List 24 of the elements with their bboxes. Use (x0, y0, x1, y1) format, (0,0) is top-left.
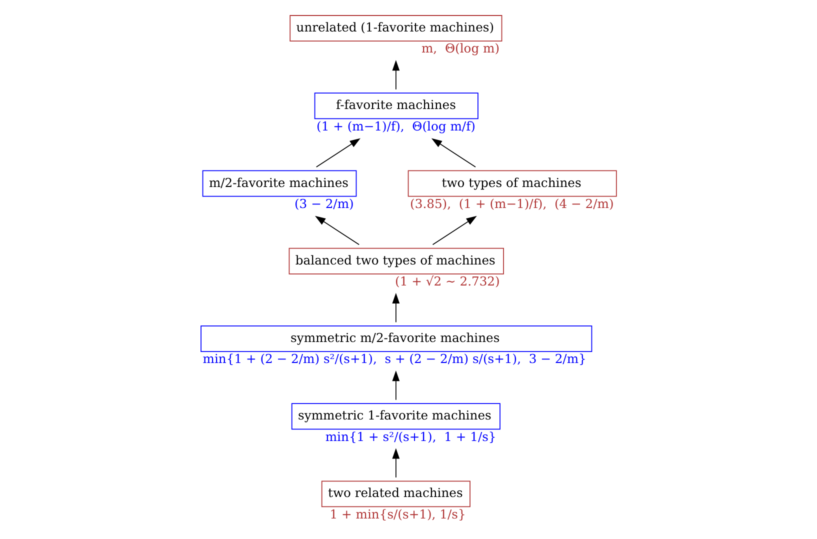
arrow (315, 216, 360, 246)
arrow (392, 370, 400, 400)
node-box: two types of machines (408, 170, 617, 197)
node-box: symmetric 1-favorite machines (291, 403, 500, 430)
node-box: two related machines (321, 480, 470, 508)
arrow (392, 292, 400, 323)
node-label: (3 − 2/m) (294, 196, 354, 211)
node-label: (1 + (m−1)/f), Θ(log m/f) (316, 119, 476, 134)
node-box: m/2-favorite machines (202, 170, 357, 197)
arrow (392, 448, 400, 478)
node-label: min{1 + s²/(s+1), 1 + 1/s} (325, 430, 496, 444)
node-label: (3.85), (1 + (m−1)/f), (4 − 2/m) (410, 196, 614, 211)
node-label: m, Θ(log m) (422, 42, 500, 56)
arrow (432, 216, 477, 246)
node-label: min{1 + (2 − 2/m) s²/(s+1), s + (2 − 2/m) s/(s+1), 3 − 2/m} (202, 352, 586, 366)
node-box: symmetric m/2-favorite machines (200, 326, 592, 352)
node-label: (1 + √2 ∼ 2.732) (395, 274, 500, 289)
node-box: f-favorite machines (314, 92, 478, 120)
arrow (392, 60, 400, 90)
node-label: 1 + min{s/(s+1), 1/s} (330, 507, 466, 522)
node-box: balanced two types of machines (288, 248, 504, 274)
node-box: unrelated (1-favorite machines) (290, 15, 502, 42)
arrow (431, 138, 476, 168)
arrow (316, 138, 360, 168)
